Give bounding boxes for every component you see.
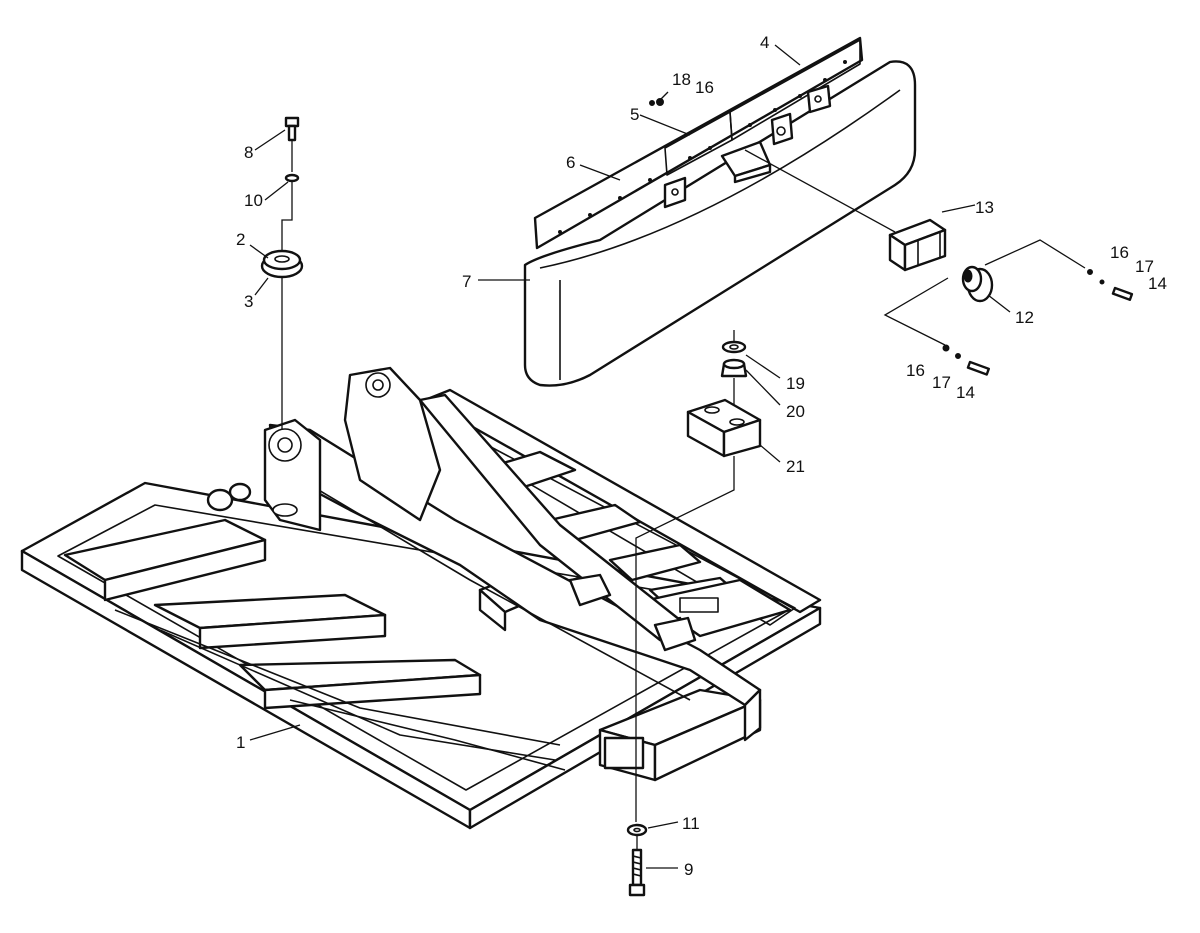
bracket-lamp-assembly bbox=[744, 149, 1134, 376]
fasteners-18-16 bbox=[649, 98, 664, 106]
callout-14-right: 14 bbox=[1148, 274, 1167, 293]
callout-7: 7 bbox=[462, 272, 471, 291]
callout-19: 19 bbox=[786, 374, 805, 393]
callout-16-right: 16 bbox=[1110, 243, 1129, 262]
spacer-stack bbox=[635, 330, 762, 822]
counterweight-assembly bbox=[523, 36, 917, 387]
callout-16-lower: 16 bbox=[906, 361, 925, 380]
callout-3: 3 bbox=[244, 292, 253, 311]
fastener-18 bbox=[649, 100, 655, 106]
fastener-17-lower bbox=[955, 353, 961, 359]
plate-holes bbox=[558, 60, 847, 234]
mount-plate-6 bbox=[533, 36, 864, 250]
callout-17-right: 17 bbox=[1135, 257, 1154, 276]
mount-plate-4 bbox=[729, 39, 861, 141]
callout-8: 8 bbox=[244, 143, 253, 162]
callout-17-lower: 17 bbox=[932, 373, 951, 392]
callout-10: 10 bbox=[244, 191, 263, 210]
fastener-16-right bbox=[1087, 269, 1093, 275]
callout-5: 5 bbox=[630, 105, 639, 124]
leader-lines bbox=[249, 44, 1011, 869]
fastener-17-right bbox=[1099, 279, 1105, 285]
lower-bolt-assembly bbox=[626, 823, 648, 897]
callout-21: 21 bbox=[786, 457, 805, 476]
washer-10 bbox=[284, 173, 300, 183]
counterweight-7 bbox=[523, 60, 917, 387]
fastener-16 bbox=[656, 98, 664, 106]
callout-18: 18 bbox=[672, 70, 691, 89]
bolt-14-right bbox=[1111, 286, 1134, 301]
callout-11: 11 bbox=[682, 814, 700, 833]
pivot-cap-assembly bbox=[260, 116, 304, 430]
callout-14-lower: 14 bbox=[956, 383, 975, 402]
callout-6: 6 bbox=[566, 153, 575, 172]
callout-labels: 1 2 3 4 5 6 7 8 9 10 11 12 13 14 14 16 1… bbox=[236, 33, 1167, 879]
bolt-9-head bbox=[628, 883, 646, 897]
frame-part-1 bbox=[20, 388, 822, 830]
bolt-8-shank bbox=[287, 124, 297, 142]
callout-13: 13 bbox=[975, 198, 994, 217]
callout-16-top: 16 bbox=[695, 78, 714, 97]
callout-2: 2 bbox=[236, 230, 245, 249]
callout-9: 9 bbox=[684, 860, 693, 879]
boom-arm bbox=[206, 366, 762, 742]
callout-4: 4 bbox=[760, 33, 769, 52]
callout-1: 1 bbox=[236, 733, 245, 752]
fastener-16-lower bbox=[942, 344, 950, 352]
callout-12: 12 bbox=[1015, 308, 1034, 327]
callout-20: 20 bbox=[786, 402, 805, 421]
bolt-14-lower bbox=[966, 360, 990, 376]
